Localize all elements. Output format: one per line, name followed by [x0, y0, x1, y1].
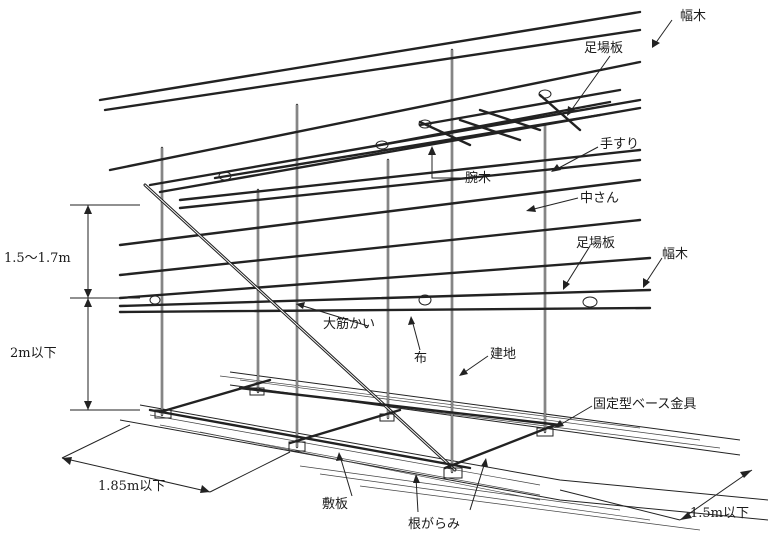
label-tesuri: 手すり — [600, 137, 639, 152]
label-kotei-base: 固定型ベース金具 — [593, 396, 696, 412]
label-ashibaita-top: 足場板 — [584, 41, 623, 56]
label-habaki-mid: 幅木 — [662, 247, 688, 262]
dim-span-length: 1.85m以下 — [98, 479, 165, 494]
label-shikiita: 敷板 — [322, 497, 348, 512]
dimension-lines — [61, 204, 753, 521]
label-negarami: 根がらみ — [408, 517, 460, 532]
leader-lines — [296, 19, 673, 513]
dim-span-width: 1.5m以下 — [690, 506, 749, 521]
diagonal-brace — [143, 183, 457, 472]
posts — [160, 48, 547, 474]
ledgers — [98, 10, 652, 314]
base-plates — [148, 378, 562, 479]
label-ashibaita-mid: 足場板 — [576, 236, 615, 251]
label-nuno: 布 — [414, 351, 427, 366]
dim-height-upper: 1.5～1.7m — [4, 251, 71, 266]
label-habaki-top: 幅木 — [680, 9, 706, 24]
ground-boards — [119, 371, 768, 531]
label-ohsujikai: 大筋かい — [323, 316, 375, 332]
label-udegi: 腕木 — [465, 170, 491, 186]
label-nakasan: 中さん — [580, 191, 619, 206]
label-tateji: 建地 — [490, 347, 516, 362]
top-deck — [148, 88, 642, 308]
dim-height-lower: 2m以下 — [10, 346, 57, 361]
